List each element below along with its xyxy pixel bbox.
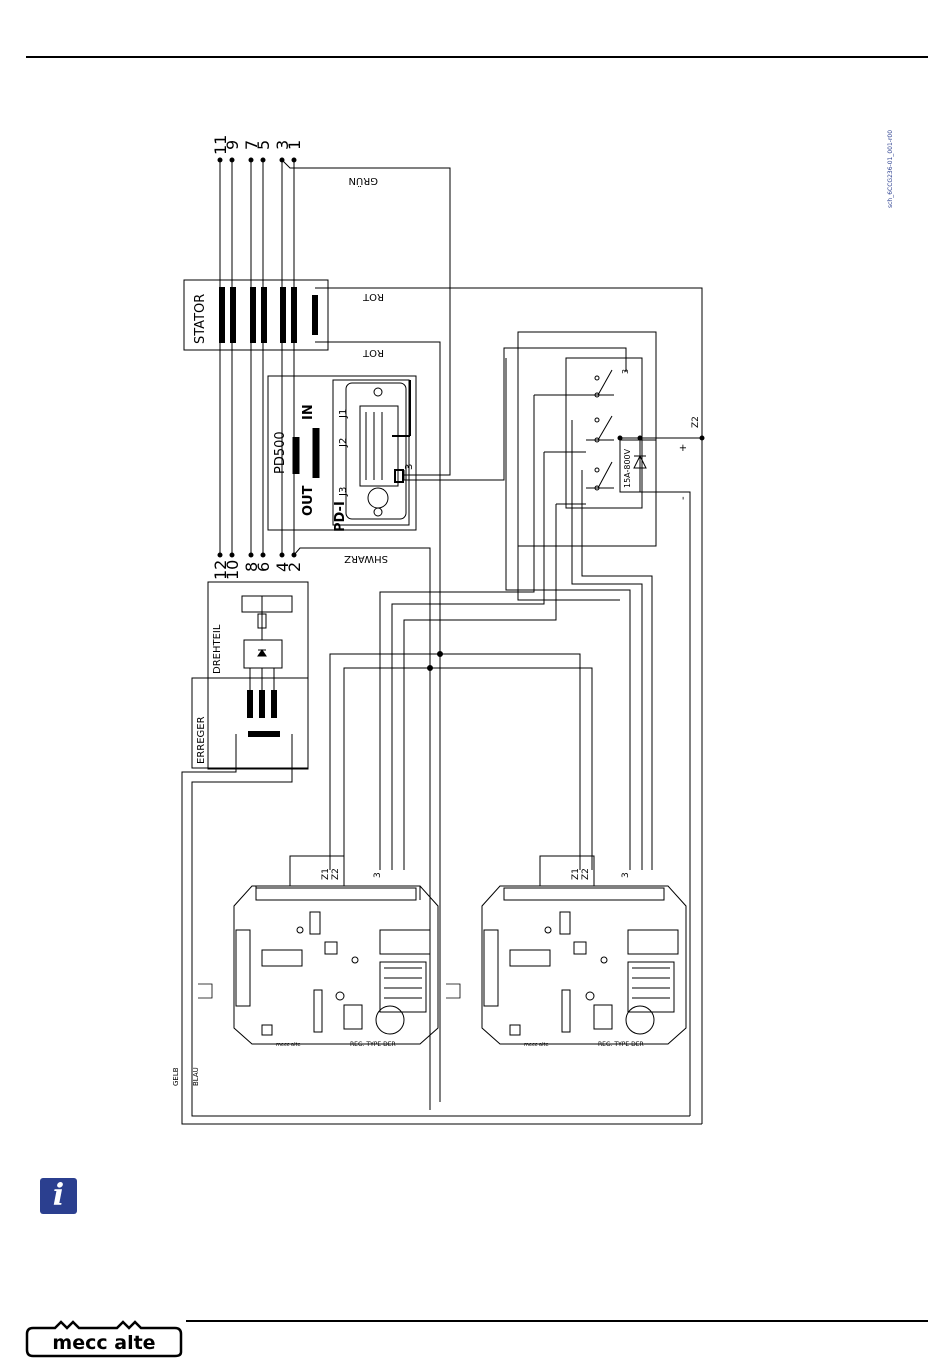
pd-three-label: 3	[404, 464, 415, 470]
switch-box	[518, 332, 656, 546]
terminal-bottom-6: 6	[254, 562, 273, 572]
drehteil-box	[208, 582, 308, 769]
terminal-bottom-10: 10	[223, 560, 242, 580]
gruen-label: GRÜN	[349, 175, 379, 188]
reg2-type-label: REG. TYPE DER	[598, 1041, 644, 1048]
schwarz-label: SHWARZ	[344, 553, 388, 564]
reg1-brand-label: mecc alte	[276, 1042, 301, 1048]
rot-bottom-label: ROT	[362, 347, 384, 358]
mecc-alte-logo: mecc alte	[25, 1318, 183, 1358]
in-label: IN	[301, 404, 316, 420]
rot-top-label: ROT	[362, 291, 384, 302]
logo-text: mecc alte	[52, 1332, 155, 1354]
gelb-label: GELB	[172, 1067, 180, 1086]
bottom-rule	[186, 1320, 928, 1322]
blau-label: BLAU	[192, 1067, 200, 1086]
info-icon: i	[40, 1178, 77, 1214]
terminal-top-1: 1	[285, 140, 304, 150]
reference-code: sch_6CCG236-01_001-r00	[887, 130, 894, 208]
regulator-2	[446, 856, 686, 1044]
z2-label: Z2	[691, 416, 701, 428]
pd500-label: PD500	[273, 431, 288, 474]
j3-label: J3	[338, 487, 349, 497]
reg1-3-label: 3	[373, 872, 383, 878]
reg2-3-label: 3	[621, 872, 631, 878]
erreger-label: ERREGER	[196, 716, 207, 764]
plus-label: +	[678, 444, 689, 452]
out-label: OUT	[301, 485, 316, 516]
stator-label: STATOR	[193, 294, 208, 344]
minus-label: -	[678, 496, 689, 500]
reg2-brand-label: mecc alte	[524, 1042, 549, 1048]
terminal-top-5: 5	[254, 140, 273, 150]
reg2-z2-label: Z2	[581, 868, 591, 880]
reg1-type-label: REG. TYPE DER	[350, 1041, 396, 1048]
rating-label: 15A-800V	[623, 448, 632, 488]
switch-three-label: 3	[621, 369, 630, 374]
reg1-z2-label: Z2	[331, 868, 341, 880]
j1-label: J1	[338, 409, 349, 419]
terminal-top-9: 9	[223, 140, 242, 150]
drehteil-label: DREHTEIL	[212, 624, 223, 674]
reg1-z1-label: Z1	[321, 868, 331, 880]
pdi-label: PD-I	[333, 501, 348, 532]
reg2-z1-label: Z1	[571, 868, 581, 880]
terminal-bottom-2: 2	[285, 562, 304, 572]
j2-label: J2	[338, 438, 349, 448]
info-icon-glyph: i	[53, 1178, 64, 1213]
regulator-1	[198, 856, 438, 1044]
